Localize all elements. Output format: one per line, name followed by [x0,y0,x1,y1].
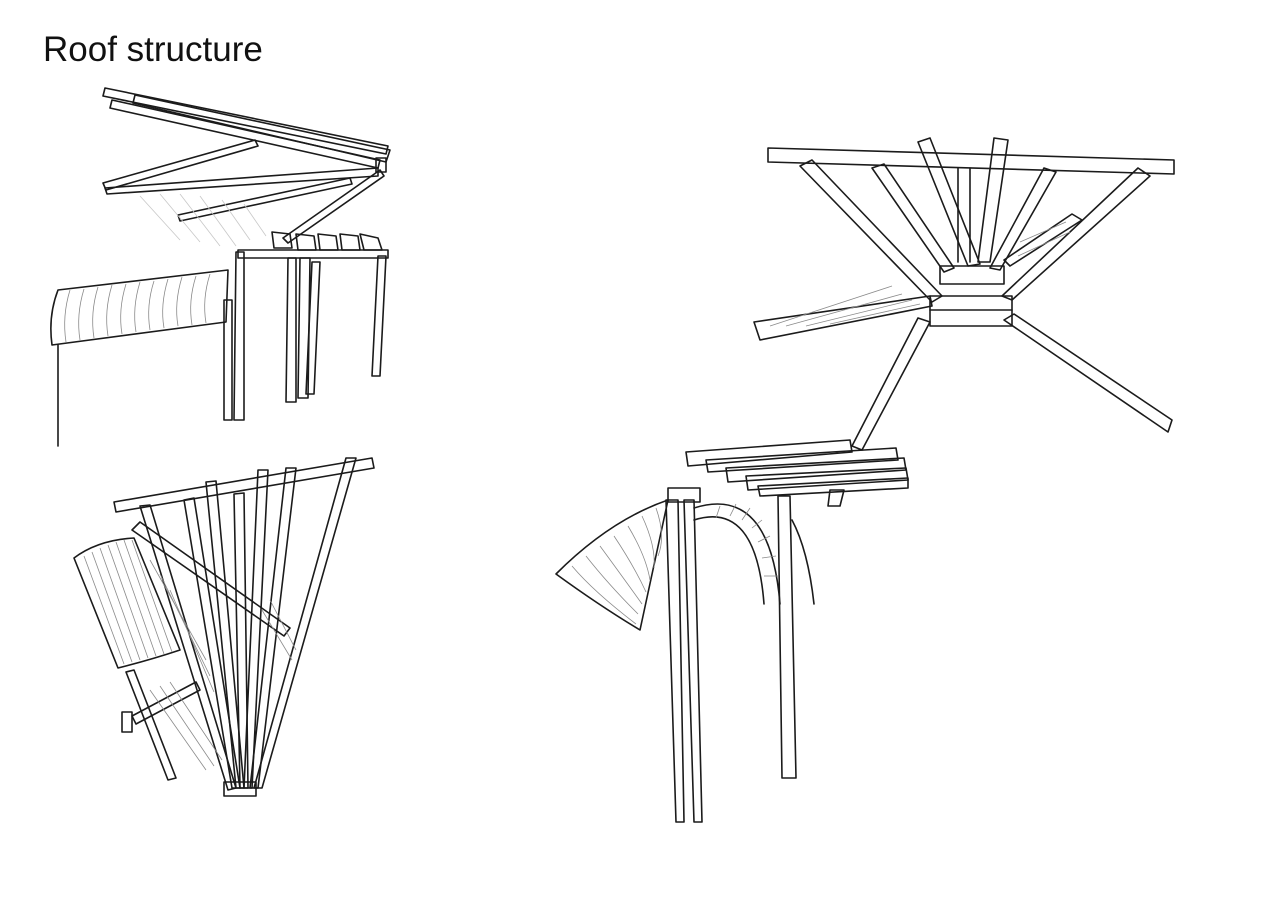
rafter-top-1 [102,87,389,155]
frame-top-beam [237,249,389,259]
sketch-bottom-left [73,457,375,797]
rafter-fan-3 [177,177,353,222]
arch-post-left-b [683,499,703,823]
rafter-fan-4 [282,169,385,244]
awning-hatch [64,273,211,343]
arch-curve-inner [693,515,765,605]
radial-beam-5 [989,167,1057,271]
fan-shadow-hatch [149,559,297,771]
joist-2 [295,233,317,251]
radial-beam-9 [1003,313,1173,433]
arch-canopy [555,499,669,631]
radial-beam-10 [851,317,931,451]
awning-shell [50,269,229,346]
sketch-right [555,137,1175,823]
star-top-beam [767,147,1175,175]
arch-post-right [777,495,797,779]
fan-lower-knob [121,711,133,733]
fan-rafter-7 [253,457,357,789]
fan-awning-hatch [83,539,173,665]
hinge-block [375,157,387,173]
fan-awning [73,537,181,669]
deck-slat-2 [705,447,899,473]
radial-beam-2 [871,163,955,273]
fan-lower-rung [131,681,201,725]
star-roof-hatch [769,221,1071,327]
arch-post-left-a [665,499,685,823]
radial-beam-4 [977,137,1009,263]
sketch-top-left [50,87,391,447]
joist-5 [359,233,383,251]
arch-curve-outer [693,503,781,605]
rafter-shadow-hatch [139,193,267,247]
deck-peg [827,489,845,507]
rafter-top-3 [109,99,381,169]
page-title: Roof structure [43,30,263,69]
post-1 [233,251,245,421]
radial-beam-7 [1003,213,1083,267]
post-3 [285,257,297,403]
deck-slat-5 [757,477,909,497]
radial-beam-8 [753,295,933,341]
fan-base-block [223,781,257,797]
arch-canopy-hatch [571,507,662,625]
rafter-fan-2 [104,167,379,195]
post-5 [305,261,321,395]
post-2 [223,299,233,421]
joist-4 [339,233,361,251]
post-4 [297,257,311,399]
joist-1 [271,231,293,249]
fan-brace [131,521,291,637]
fan-lower-leg [125,669,177,781]
arch-curve-right [791,519,815,605]
deck-slat-1 [685,439,853,467]
post-6 [371,255,387,377]
radial-beam-1 [799,159,943,303]
joist-3 [317,233,339,251]
radial-beam-3 [917,137,981,267]
arch-ring-hatch [715,503,778,577]
hub-lower [929,295,1013,327]
hub-upper [939,265,1005,285]
radial-beam-6 [1001,167,1151,301]
